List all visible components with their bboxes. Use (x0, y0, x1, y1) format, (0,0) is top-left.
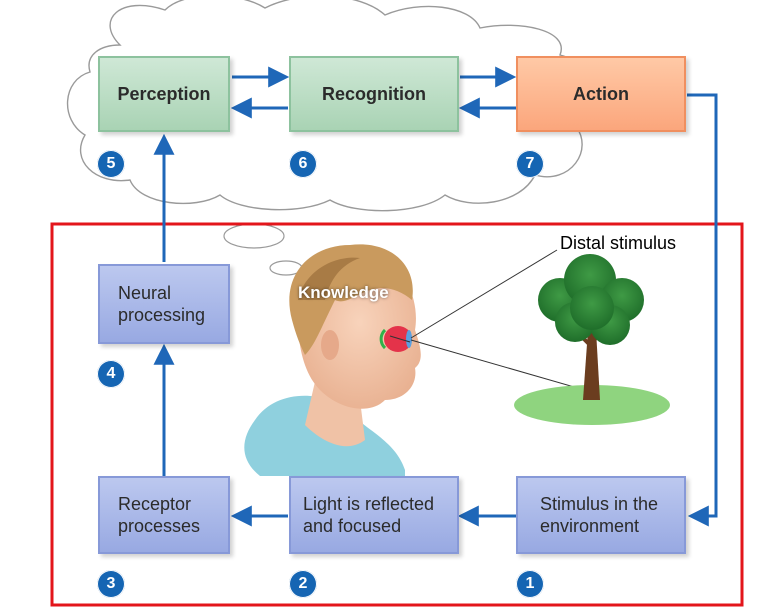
action-box: Action (516, 56, 686, 132)
knowledge-label: Knowledge (298, 283, 389, 302)
stimulus-label-line1: Stimulus in the (540, 494, 659, 514)
perception-label: Perception (117, 84, 211, 104)
neural-label-line1: Neural (118, 283, 172, 303)
action-label: Action (573, 84, 629, 104)
arrow-action-to-stimulus (687, 93, 718, 527)
recognition-box: Recognition (289, 56, 459, 132)
receptor-label-line2: processes (118, 516, 201, 536)
step-badge-3: 3 (97, 570, 125, 598)
step-badge-4: 4 (97, 360, 125, 388)
bottom-up-frame (50, 222, 744, 607)
light-label-line2: and focused (303, 516, 402, 536)
neural-label-line2: processing (118, 305, 206, 325)
flow-arrows (153, 66, 718, 527)
sight-line-top (410, 249, 558, 339)
step-badge-5: 5 (97, 150, 125, 178)
sight-line-cross (389, 335, 411, 343)
neural-processing-box: Neural processing (98, 264, 230, 344)
recognition-label: Recognition (322, 84, 426, 104)
perception-box: Perception (98, 56, 230, 132)
eye-diagram (379, 326, 412, 352)
stimulus-environment-box: Stimulus in the environment (516, 476, 686, 554)
light-label-line1: Light is reflected (303, 494, 435, 514)
receptor-processes-box: Receptor processes (98, 476, 230, 554)
light-reflected-box: Light is reflected and focused (289, 476, 459, 554)
step-badge-6: 6 (289, 150, 317, 178)
distal-stimulus-label: Distal stimulus (560, 233, 677, 253)
step-badge-7: 7 (516, 150, 544, 178)
cloud-bubble-large (223, 223, 285, 249)
receptor-label-line1: Receptor (118, 494, 192, 514)
step-badge-2: 2 (289, 570, 317, 598)
sight-line-bottom (410, 339, 596, 394)
stimulus-label-line2: environment (540, 516, 640, 536)
person-illustration (244, 244, 421, 476)
step-badge-1: 1 (516, 570, 544, 598)
tree-illustration (514, 254, 670, 425)
